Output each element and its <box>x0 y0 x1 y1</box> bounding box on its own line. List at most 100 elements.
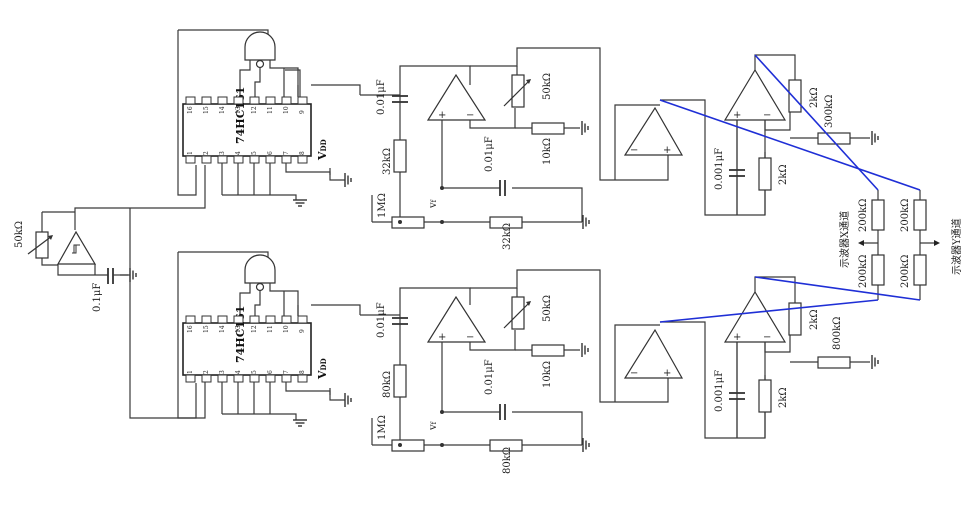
svg-text:+: + <box>438 110 446 121</box>
label-r2k-bottom: 2kΩ <box>809 309 820 330</box>
res-32k-out-top <box>489 216 523 229</box>
label-r-in-top: 32kΩ <box>382 148 393 175</box>
svg-text:+: + <box>663 368 671 379</box>
label-div-r4: 200kΩ <box>900 255 911 288</box>
label-c-out-bottom: 0.001μF <box>714 370 725 412</box>
label-div-r2: 200kΩ <box>858 255 869 288</box>
pin-number: 13 <box>235 106 242 114</box>
pin-number: 9 <box>299 110 306 114</box>
counter-top: 74HC161 VDD <box>177 29 361 207</box>
svg-text:+: + <box>733 110 741 121</box>
label-pot-bottom: 50kΩ <box>542 295 553 322</box>
opamp-2-top <box>623 106 684 156</box>
pin-number: 15 <box>203 106 210 114</box>
pin-number: 12 <box>251 106 258 114</box>
label-rout-top: 300kΩ <box>824 95 835 128</box>
filter-bottom: +− 0.01μF 80kΩ 1MΩ vf 0.01μF 80kΩ 50kΩ 1… <box>360 269 879 474</box>
highlight-wires <box>659 54 921 323</box>
label-vf-bottom: vf <box>428 420 439 431</box>
pot-50k-bottom <box>511 296 525 330</box>
svg-text:−: − <box>630 368 638 379</box>
pin-number: 3 <box>219 370 226 374</box>
pin-number: 12 <box>251 325 258 333</box>
cap-label: 0.1μF <box>92 283 103 312</box>
label-r-1m-top: 1MΩ <box>377 193 388 218</box>
label-vf-top: vf <box>428 198 439 209</box>
pin-number: 9 <box>299 329 306 333</box>
vdd-label-bottom: VDD <box>316 358 329 380</box>
res-2k-v-bottom <box>758 379 772 413</box>
pin-number: 14 <box>219 325 226 333</box>
pot-50k <box>35 231 49 259</box>
svg-text:−: − <box>630 145 638 156</box>
res-300k-top <box>817 132 851 145</box>
res-200k-4 <box>913 254 927 286</box>
label-r2kv-top: 2kΩ <box>778 164 789 185</box>
pot-50k-top <box>511 74 525 108</box>
label-r-1m-bottom: 1MΩ <box>377 415 388 440</box>
filter-top: +− 0.01μF 32kΩ 1MΩ vf 0.01μF 32kΩ 50kΩ 1… <box>360 47 879 250</box>
pin-number: 7 <box>283 151 290 155</box>
res-800k-bottom <box>817 356 851 369</box>
pin-number: 11 <box>267 325 274 333</box>
svg-text:−: − <box>466 332 474 343</box>
res-200k-1 <box>871 199 885 231</box>
res-2k-top-bottom <box>788 302 802 336</box>
pin-number: 7 <box>283 370 290 374</box>
pin-number: 8 <box>299 370 306 374</box>
label-x-channel: 示波器X通道 <box>838 211 851 268</box>
res-2k-v-top <box>758 157 772 191</box>
pin-number: 2 <box>203 151 210 155</box>
label-r-bottom-bottom: 80kΩ <box>502 447 513 474</box>
label-r2kv-bottom: 2kΩ <box>778 387 789 408</box>
pin-number: 15 <box>203 325 210 333</box>
opamp-2-bottom <box>623 328 684 379</box>
label-div-r3: 200kΩ <box>900 199 911 232</box>
pot-label: 50kΩ <box>14 221 25 248</box>
res-2k-top-top <box>788 79 802 113</box>
res-10k-top <box>531 122 565 135</box>
res-80k-out-bottom <box>489 439 523 452</box>
label-c-fb-bottom: 0.01μF <box>484 359 495 395</box>
opamp-3-top <box>723 68 787 121</box>
label-div-r1: 200kΩ <box>858 199 869 232</box>
counter-bottom: 74HC161 VDD <box>177 251 361 427</box>
pin-number: 4 <box>235 370 242 374</box>
pin-number: 10 <box>283 106 290 114</box>
chip-name-bottom: 74HC161 <box>234 306 247 363</box>
pin-number: 13 <box>235 325 242 333</box>
pin-number: 6 <box>267 370 274 374</box>
ic-74hc161-bottom <box>182 322 312 376</box>
pin-number: 10 <box>283 325 290 333</box>
pin-number: 1 <box>187 151 194 155</box>
ic-74hc161-top <box>182 103 312 157</box>
label-c-out-top: 0.001μF <box>714 148 725 190</box>
label-r-bottom-top: 32kΩ <box>502 223 513 250</box>
opamp-1-top <box>426 73 487 121</box>
svg-text:+: + <box>438 332 446 343</box>
svg-text:+: + <box>663 145 671 156</box>
label-r-in-bottom: 80kΩ <box>382 371 393 398</box>
pin-number: 16 <box>187 106 194 114</box>
res-10k-bottom <box>531 344 565 357</box>
chip-name-top: 74HC161 <box>234 87 247 144</box>
opamp-1-bottom <box>426 295 487 343</box>
svg-text:−: − <box>763 110 771 121</box>
pin-number: 1 <box>187 370 194 374</box>
pin-number: 3 <box>219 151 226 155</box>
label-y-channel: 示波器Y通道 <box>950 218 963 275</box>
svg-text:−: − <box>466 110 474 121</box>
oscillator-section: 50kΩ 0.1μF <box>14 165 206 419</box>
pin-number: 4 <box>235 151 242 155</box>
res-1m-top <box>391 216 425 229</box>
nand-gate-top <box>244 31 276 61</box>
pin-number: 11 <box>267 106 274 114</box>
pin-number: 6 <box>267 151 274 155</box>
pin-number: 2 <box>203 370 210 374</box>
pin-number: 8 <box>299 151 306 155</box>
res-1m-bottom <box>391 439 425 452</box>
res-80k-bottom <box>393 364 407 398</box>
vdd-label-top: VDD <box>316 139 329 161</box>
label-pot-top: 50kΩ <box>542 73 553 100</box>
